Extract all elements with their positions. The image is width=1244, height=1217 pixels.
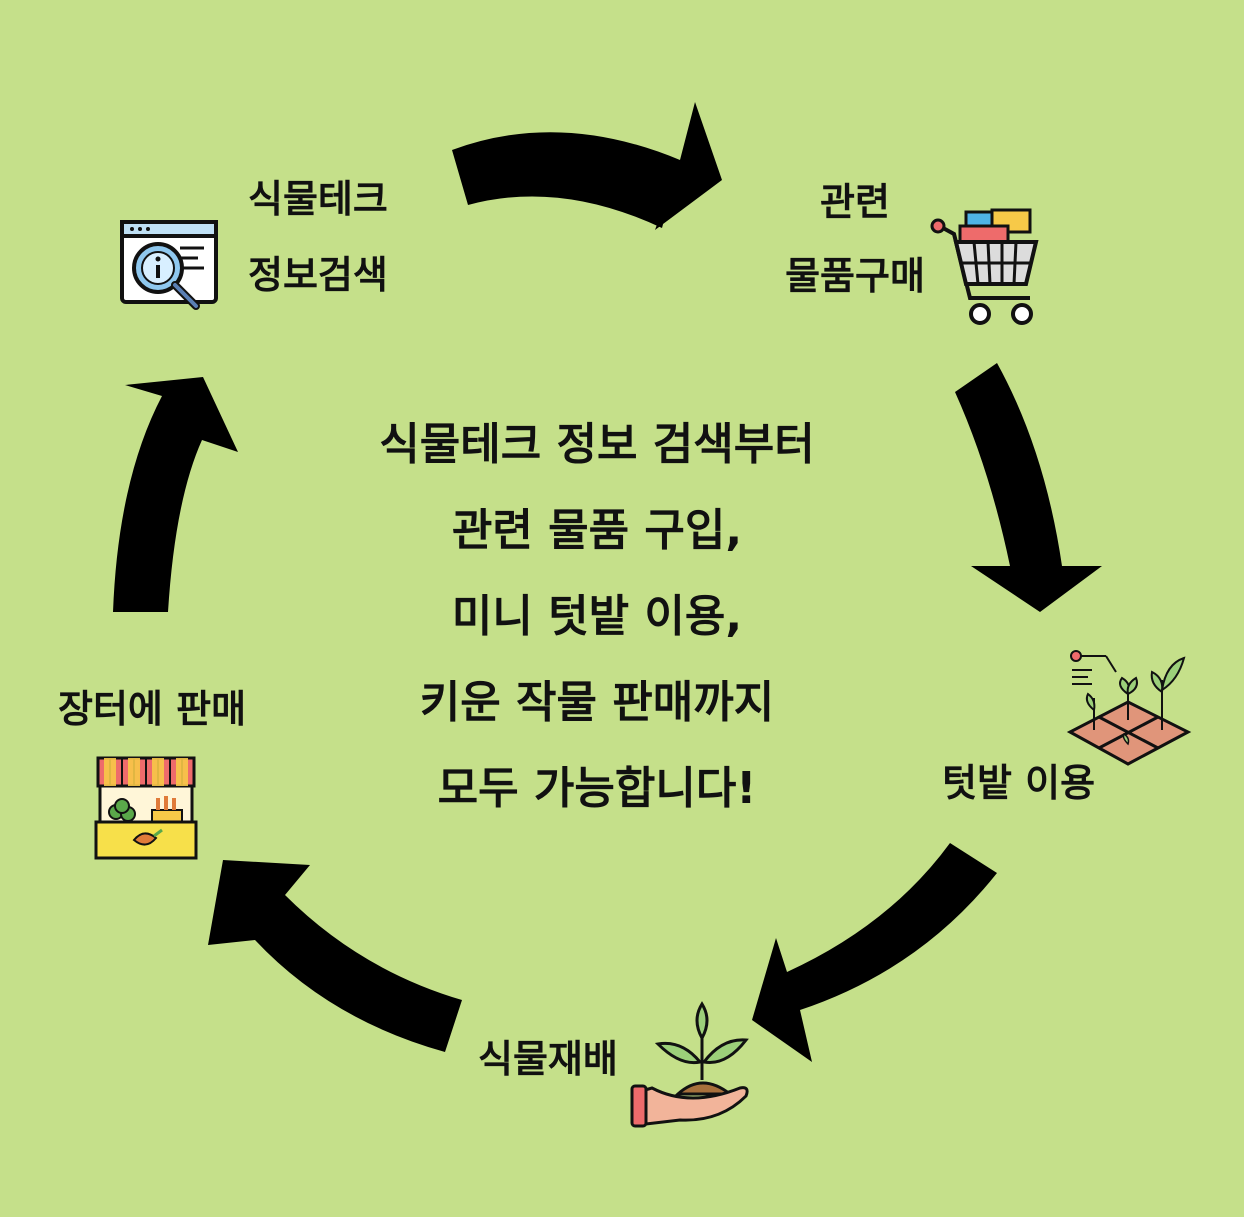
summary-line: 식물테크 정보 검색부터 — [379, 419, 815, 470]
step-label-market: 장터에 판매 — [58, 690, 246, 728]
arrow-market-to-search — [113, 377, 238, 612]
step-label-line: 장터에 판매 — [58, 687, 247, 731]
center-summary: 식물테크 정보 검색부터 관련 물품 구입, 미니 텃밭 이용, 키운 작물 판… — [322, 415, 872, 845]
summary-line: 미니 텃밭 이용, — [451, 591, 743, 642]
step-label-line: 텃밭 이용 — [942, 761, 1096, 805]
market-stall-icon — [94, 752, 198, 864]
summary-line: 모두 가능합니다! — [437, 763, 757, 814]
step-label-purchase: 관련 물품구매 — [780, 183, 930, 295]
step-label-cultivation: 식물재배 — [478, 1040, 618, 1078]
step-label-line: 식물테크 — [248, 177, 388, 221]
step-label-line: 물품구매 — [785, 254, 925, 298]
summary-line: 키운 작물 판매까지 — [419, 677, 775, 728]
step-label-line: 식물재배 — [478, 1037, 618, 1081]
arrow-garden-to-cultivation — [752, 843, 997, 1062]
info-search-icon — [118, 218, 220, 320]
arrow-cultivation-to-market — [208, 860, 462, 1052]
garden-plot-icon — [1066, 650, 1192, 772]
arrow-search-to-purchase — [452, 102, 722, 230]
step-label-line: 관련 — [820, 180, 890, 224]
arrow-purchase-to-garden — [955, 363, 1102, 612]
summary-line: 관련 물품 구입, — [451, 505, 743, 556]
step-label-line: 정보검색 — [248, 253, 388, 297]
shopping-cart-icon — [930, 208, 1042, 334]
step-label-info-search: 식물테크 정보검색 — [248, 180, 388, 294]
step-label-garden: 텃밭 이용 — [942, 764, 1095, 802]
sprout-in-hand-icon — [630, 1000, 752, 1134]
